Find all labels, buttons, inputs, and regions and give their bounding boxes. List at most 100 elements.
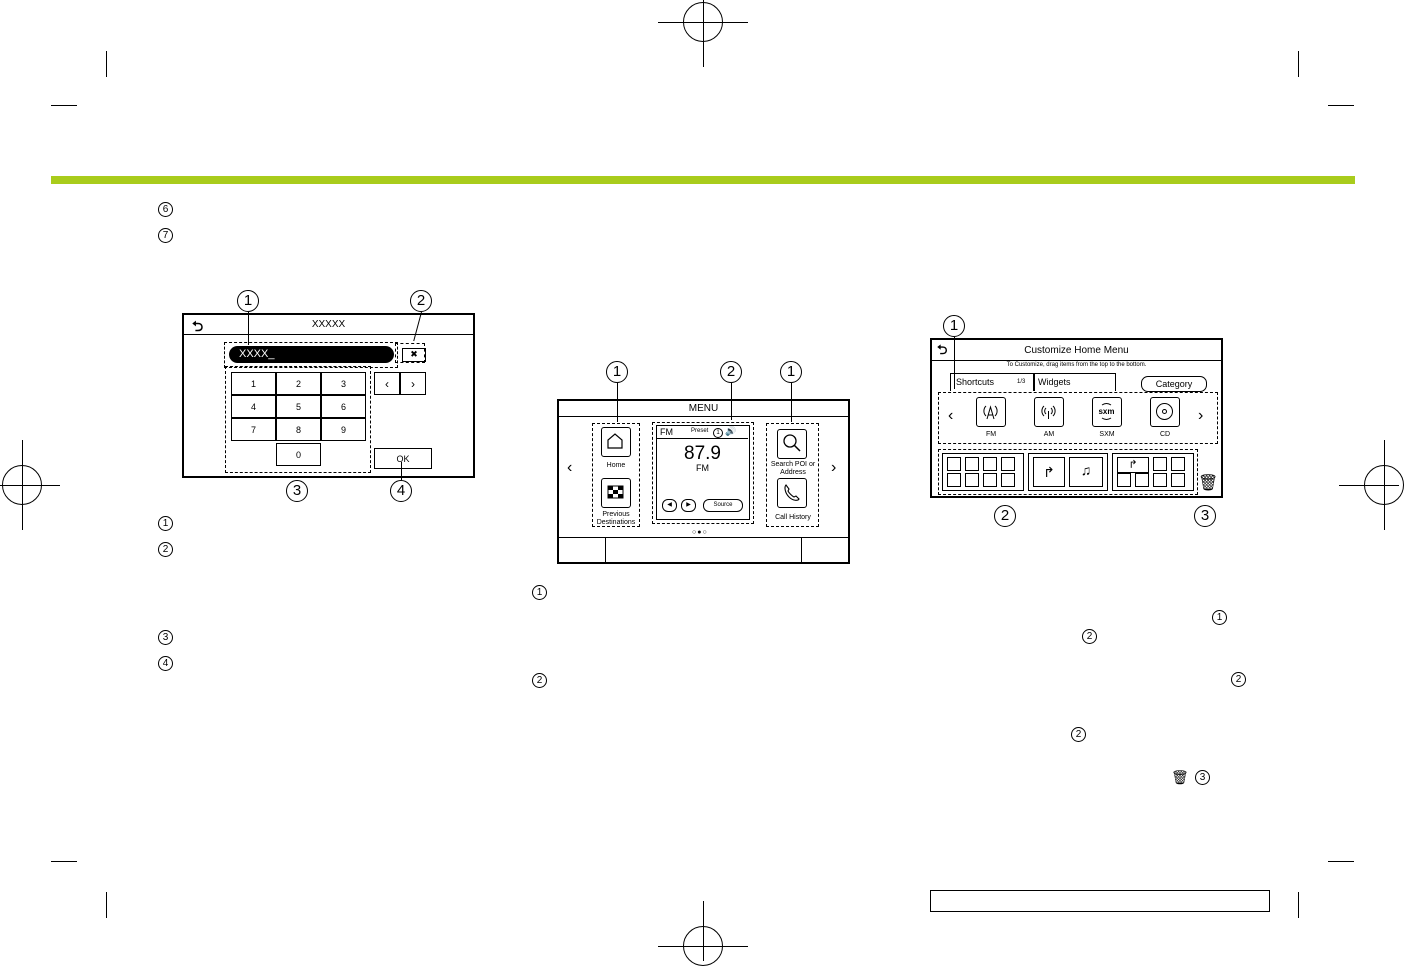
radio-widget[interactable]: FM Preset 1 🔊 87.9 FM ◀ ▶ Source <box>656 425 750 520</box>
ok-button[interactable]: OK <box>374 448 432 469</box>
callout-box-1b <box>766 423 819 527</box>
seek-back-button[interactable]: ◀ <box>662 499 677 512</box>
source-button[interactable]: Source <box>703 499 743 512</box>
slot[interactable] <box>1001 457 1015 471</box>
call-history-icon[interactable] <box>777 478 807 508</box>
slot[interactable] <box>947 457 961 471</box>
footer-divider <box>605 538 606 562</box>
slot[interactable] <box>1135 473 1149 487</box>
list-marker-7: 7 <box>158 228 173 243</box>
scroll-left-icon[interactable]: ‹ <box>948 407 954 424</box>
tab-widgets-label: Widgets <box>1038 377 1071 387</box>
ref-marker-2: 2 <box>1231 672 1246 687</box>
menu-header <box>559 401 848 417</box>
home-icon[interactable] <box>601 427 631 457</box>
slot[interactable] <box>1001 473 1015 487</box>
key-2[interactable]: 2 <box>276 372 321 395</box>
section-accent-bar <box>51 176 1355 184</box>
crop-mark <box>1298 51 1299 77</box>
slot[interactable] <box>965 473 979 487</box>
crop-mark <box>1328 105 1354 106</box>
cursor-right-button[interactable]: › <box>400 372 426 395</box>
item-label-fm: FM <box>985 431 997 438</box>
list-marker-4: 4 <box>158 656 173 671</box>
list-marker-2: 2 <box>158 542 173 557</box>
home-label: Home <box>606 462 626 469</box>
key-4[interactable]: 4 <box>231 395 276 418</box>
sxm-icon[interactable]: sxm <box>1092 397 1122 427</box>
callout-box-3 <box>225 366 371 473</box>
callout-box-2 <box>395 343 425 363</box>
callout-leader <box>954 337 955 389</box>
callout-box-1 <box>224 342 398 368</box>
page-left-arrow-icon[interactable]: ‹ <box>567 459 573 476</box>
seek-forward-button[interactable]: ▶ <box>681 499 696 512</box>
ref-marker-2: 2 <box>1071 727 1086 742</box>
slot-fm-icon[interactable] <box>965 457 979 471</box>
search-icon[interactable] <box>777 429 807 459</box>
footer-divider <box>801 538 802 562</box>
category-button[interactable]: Category <box>1141 376 1207 392</box>
slot[interactable] <box>1171 473 1185 487</box>
callout-3: 3 <box>286 480 308 502</box>
slot[interactable] <box>1153 473 1167 487</box>
checkered-flag-icon[interactable] <box>601 478 631 508</box>
tab-page: 1/3 <box>1017 379 1026 385</box>
speaker-icon: 🔊 <box>725 426 737 436</box>
back-icon[interactable]: ⮌ <box>192 318 204 334</box>
callout-1: 1 <box>943 315 965 337</box>
keyboard-header <box>184 315 473 335</box>
callout-leader <box>731 383 732 420</box>
scroll-right-icon[interactable]: › <box>1198 407 1204 424</box>
cd-icon[interactable] <box>1150 397 1180 427</box>
tab-shortcuts[interactable]: Shortcuts 1/3 <box>950 373 1034 391</box>
slot[interactable] <box>1153 457 1167 471</box>
fm-radio-icon[interactable] <box>976 397 1006 427</box>
slot[interactable] <box>1117 473 1131 487</box>
navigation-widget-icon[interactable]: ↱ <box>1117 457 1149 473</box>
audio-widget-icon[interactable]: ♫ <box>1069 457 1103 487</box>
customize-screen: ⮌ Customize Home Menu To Customize, drag… <box>930 338 1223 498</box>
navigation-widget-icon[interactable]: ↱ <box>1033 457 1065 487</box>
screen-title: Customize Home Menu <box>1024 345 1129 356</box>
key-8[interactable]: 8 <box>276 418 321 441</box>
text-input-field[interactable]: XXXX_ <box>229 346 394 363</box>
home-page-3[interactable]: ↱ <box>1112 453 1194 491</box>
list-marker-1: 1 <box>532 585 547 600</box>
keyboard-screen: ⮌ XXXXX XXXX_ ✖ 1 2 3 4 5 6 7 8 9 0 ‹ › … <box>182 313 475 478</box>
key-9[interactable]: 9 <box>321 418 366 441</box>
callout-leader <box>248 312 249 345</box>
ref-marker-1: 1 <box>1212 610 1227 625</box>
home-page-2-frame[interactable]: ↱ ♫ <box>1028 453 1108 491</box>
cursor-left-button[interactable]: ‹ <box>374 372 400 395</box>
customize-header <box>932 340 1221 361</box>
trash-icon: 🗑 <box>1171 769 1189 785</box>
slot-am-icon[interactable] <box>983 457 997 471</box>
home-page-1[interactable] <box>942 453 1024 491</box>
key-3[interactable]: 3 <box>321 372 366 395</box>
callout-4: 4 <box>390 480 412 502</box>
call-history-label: Call History <box>775 514 811 521</box>
trash-icon[interactable]: 🗑 <box>1198 475 1219 492</box>
callout-2: 2 <box>410 290 432 312</box>
slot[interactable] <box>1171 457 1185 471</box>
backspace-button[interactable]: ✖ <box>402 348 426 362</box>
slot[interactable] <box>983 473 997 487</box>
item-label-am: AM <box>1043 431 1055 438</box>
crop-mark <box>1328 861 1354 862</box>
callout-box-1 <box>938 392 1218 444</box>
callout-leader <box>401 462 402 480</box>
back-icon[interactable]: ⮌ <box>937 342 948 357</box>
registration-crosshair-bottom <box>658 901 748 966</box>
key-1[interactable]: 1 <box>231 372 276 395</box>
key-6[interactable]: 6 <box>321 395 366 418</box>
tab-widgets[interactable]: Widgets <box>1034 373 1116 391</box>
key-7[interactable]: 7 <box>231 418 276 441</box>
frequency: 87.9 <box>684 443 721 464</box>
ref-marker-3: 3 <box>1195 770 1210 785</box>
am-radio-icon[interactable] <box>1034 397 1064 427</box>
key-5[interactable]: 5 <box>276 395 321 418</box>
page-right-arrow-icon[interactable]: › <box>831 459 837 476</box>
slot[interactable] <box>947 473 961 487</box>
key-0[interactable]: 0 <box>276 443 321 466</box>
